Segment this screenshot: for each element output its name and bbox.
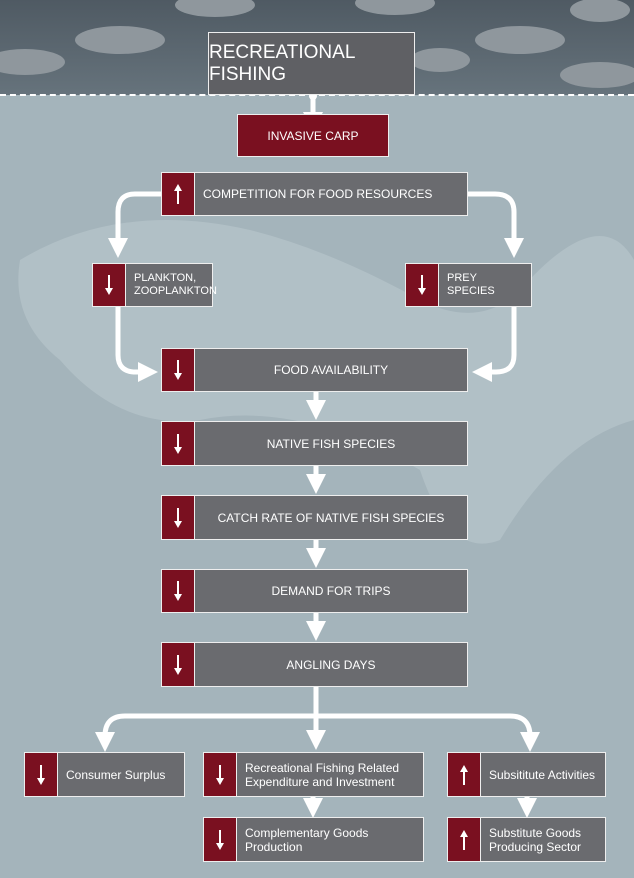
node-label: Subsititute Activities <box>489 767 596 782</box>
node-label: NATIVE FISH SPECIES <box>266 436 396 451</box>
flow-node: Complementary Goods Production <box>203 817 424 862</box>
flow-node: Consumer Surplus <box>24 752 185 797</box>
arrow-up-icon <box>162 173 195 215</box>
node-label: Consumer Surplus <box>66 767 166 782</box>
flow-node: PREY SPECIES <box>405 263 532 307</box>
node-label: PLANKTON, ZOOPLANKTON <box>134 272 217 297</box>
arrow-down-icon <box>162 349 195 391</box>
arrow-down-icon <box>25 753 58 796</box>
node-label: Complementary Goods Production <box>245 825 369 854</box>
flow-node: FOOD AVAILABILITY <box>161 348 468 392</box>
flow-node: ANGLING DAYS <box>161 642 468 687</box>
node-label: Recreational Fishing Related Expenditure… <box>245 760 400 789</box>
flow-node: COMPETITION FOR FOOD RESOURCES <box>161 172 468 216</box>
flow-node: CATCH RATE OF NATIVE FISH SPECIES <box>161 495 468 540</box>
arrow-down-icon <box>406 264 439 306</box>
arrow-down-icon <box>93 264 126 306</box>
node-label: COMPETITION FOR FOOD RESOURCES <box>203 187 433 201</box>
node-label: FOOD AVAILABILITY <box>273 363 389 377</box>
flow-node: DEMAND FOR TRIPS <box>161 569 468 613</box>
arrow-down-icon <box>204 753 237 796</box>
node-label: DEMAND FOR TRIPS <box>271 584 391 598</box>
arrow-down-icon <box>162 570 195 612</box>
title-text: RECREATIONAL FISHING <box>209 41 355 85</box>
fish-silhouettes-icon <box>0 0 634 88</box>
fish-banner <box>0 0 634 95</box>
arrow-up-icon <box>448 753 481 796</box>
flow-node: Substitute Goods Producing Sector <box>447 817 606 862</box>
recreational-fishing-title: RECREATIONAL FISHING <box>208 32 415 95</box>
invasive-carp-box: INVASIVE CARP <box>237 114 389 157</box>
flow-node: Recreational Fishing Related Expenditure… <box>203 752 424 797</box>
node-label: ANGLING DAYS <box>286 657 376 672</box>
flow-node: PLANKTON, ZOOPLANKTON <box>92 263 217 307</box>
flow-node: Subsititute Activities <box>447 752 606 797</box>
arrow-down-icon <box>162 496 195 539</box>
node-label: CATCH RATE OF NATIVE FISH SPECIES <box>217 510 445 525</box>
arrow-down-icon <box>204 818 237 861</box>
source-text: INVASIVE CARP <box>267 128 359 143</box>
arrow-down-icon <box>162 422 195 465</box>
node-label: Substitute Goods Producing Sector <box>489 825 582 854</box>
arrow-down-icon <box>162 643 195 686</box>
flow-node: NATIVE FISH SPECIES <box>161 421 468 466</box>
divider <box>0 94 634 96</box>
node-label: PREY SPECIES <box>447 272 495 297</box>
arrow-up-icon <box>448 818 481 861</box>
